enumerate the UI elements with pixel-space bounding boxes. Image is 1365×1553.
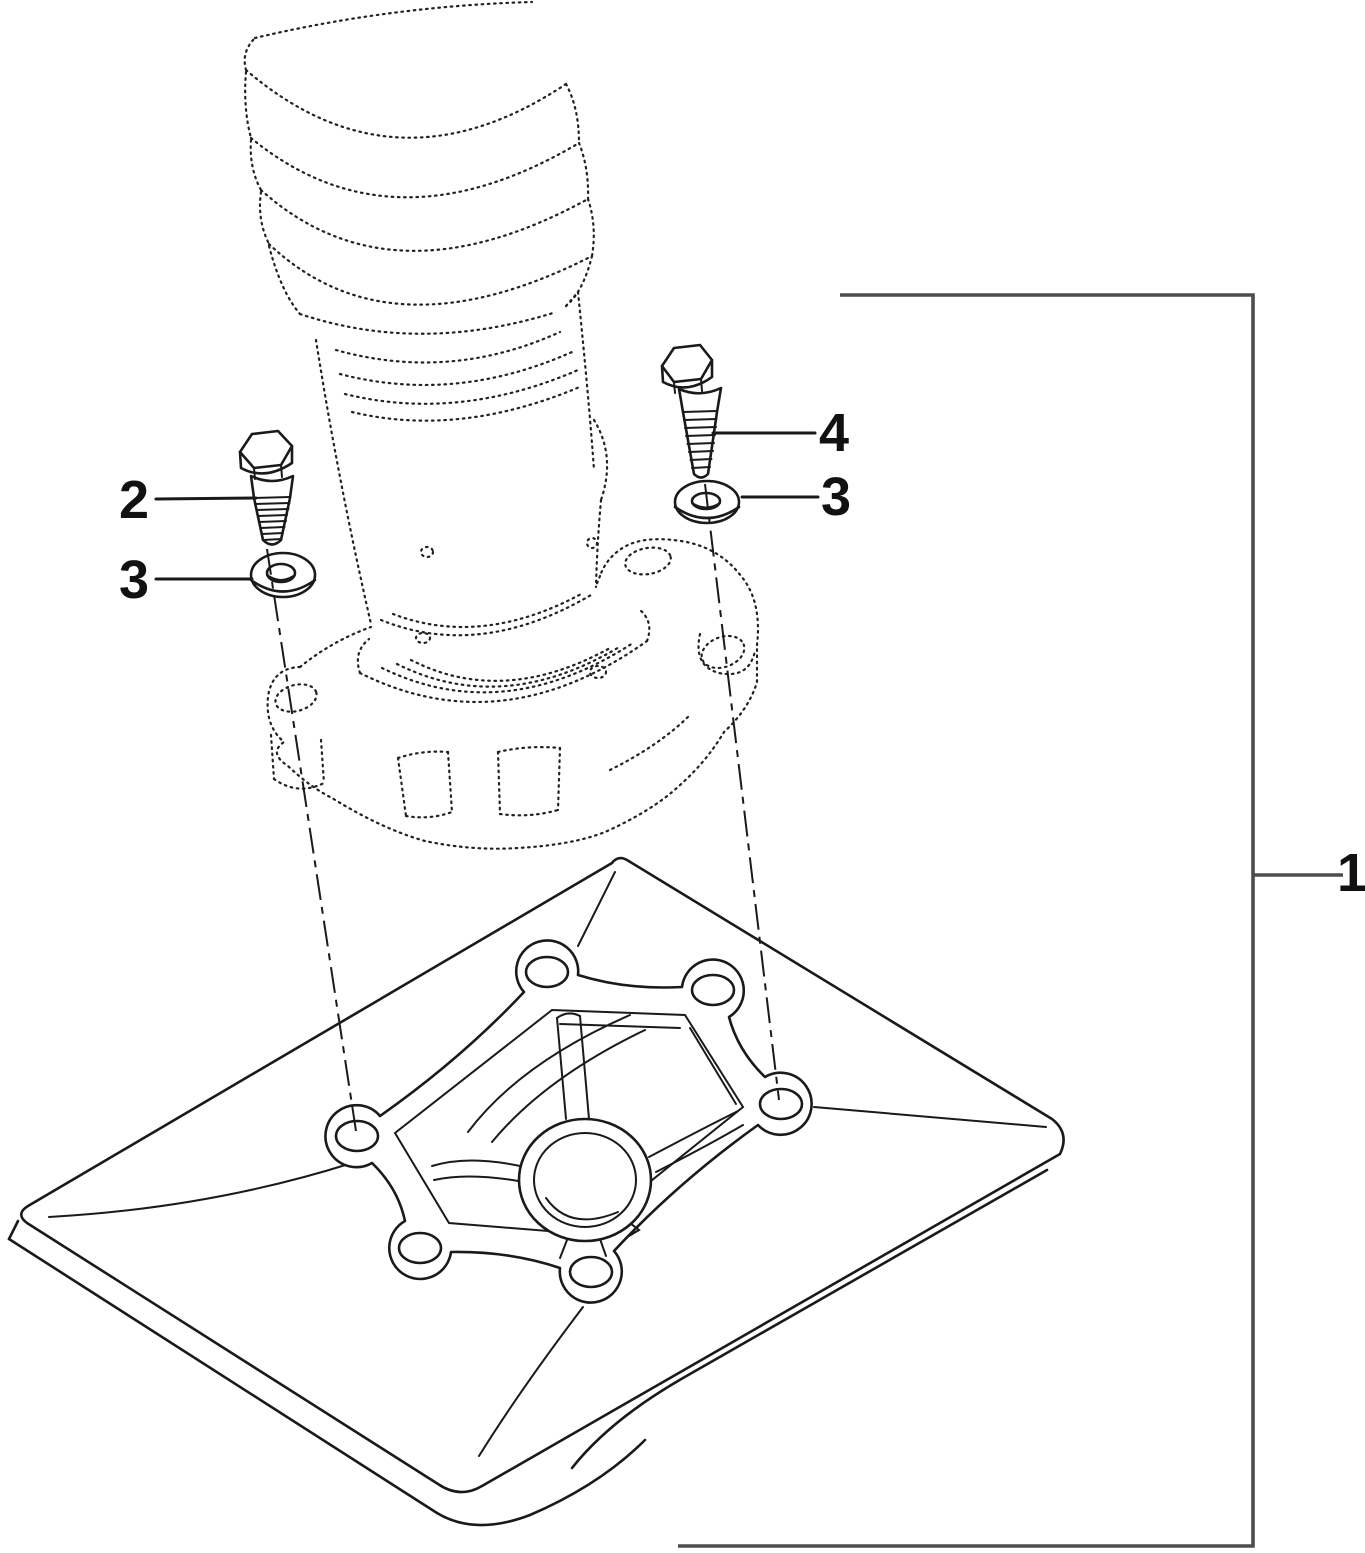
washer-3-left — [249, 551, 317, 599]
leader-lines — [154, 431, 820, 581]
centerline-right — [704, 483, 780, 1101]
bolt-hole — [397, 1231, 443, 1265]
bolt-hole — [524, 955, 570, 989]
callout-3-left: 3 — [118, 550, 150, 610]
bolt-hole — [334, 1119, 380, 1153]
phantom-flange — [266, 536, 760, 850]
phantom-bellows-column — [243, 0, 609, 626]
bolt-hole — [568, 1255, 614, 1289]
centerline-left — [266, 548, 357, 1132]
hex-bolt-2 — [238, 429, 295, 546]
bolt-hole — [758, 1087, 804, 1121]
bolt-hole — [690, 973, 736, 1007]
callout-2: 2 — [118, 470, 150, 530]
callout-1: 1 — [1336, 843, 1365, 903]
leader-callout-2 — [154, 496, 258, 501]
hex-bolt-4 — [660, 343, 723, 479]
assembly-bracket — [678, 293, 1343, 1548]
callout-3-right: 3 — [820, 467, 852, 527]
centerlines — [266, 483, 780, 1132]
shoe-mounting-pad — [324, 939, 813, 1304]
center-bore — [517, 1117, 653, 1243]
callout-4: 4 — [818, 403, 850, 463]
